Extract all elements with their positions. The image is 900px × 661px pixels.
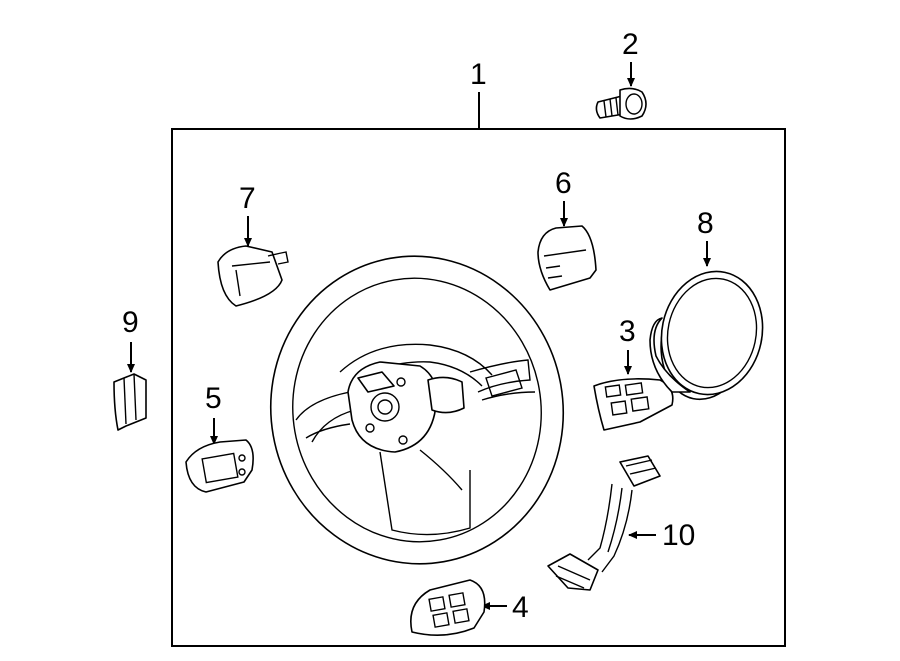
callout-3: 3 [619, 315, 636, 375]
callout-6-label: 6 [555, 167, 572, 200]
callout-5-label: 5 [205, 382, 222, 415]
callout-6: 6 [555, 167, 572, 227]
callout-5: 5 [205, 382, 222, 445]
steering-wheel-part [269, 255, 565, 565]
callout-9-label: 9 [122, 306, 139, 339]
callout-4: 4 [481, 591, 529, 624]
callout-10-label: 10 [662, 519, 695, 552]
switch-part-5 [185, 439, 254, 493]
callout-4-label: 4 [512, 591, 529, 624]
callout-1: 1 [470, 58, 487, 129]
switch-part-4 [410, 579, 486, 636]
bolt-part [595, 87, 647, 120]
horn-pad-part-8 [649, 270, 764, 401]
switch-part-3 [593, 378, 674, 431]
callout-2-label: 2 [622, 28, 639, 61]
callout-7-label: 7 [239, 182, 256, 215]
module-part-7 [217, 245, 289, 307]
callout-8-label: 8 [697, 207, 714, 240]
callout-8: 8 [697, 207, 714, 267]
clip-part-9 [113, 373, 147, 431]
callout-9: 9 [122, 306, 139, 373]
cover-part-6 [537, 225, 597, 291]
callout-2: 2 [622, 28, 639, 87]
callout-7: 7 [239, 182, 256, 247]
callout-1-label: 1 [470, 58, 487, 91]
wiring-harness-part-10 [547, 455, 661, 591]
callout-10: 10 [628, 519, 695, 552]
callout-3-label: 3 [619, 315, 636, 348]
